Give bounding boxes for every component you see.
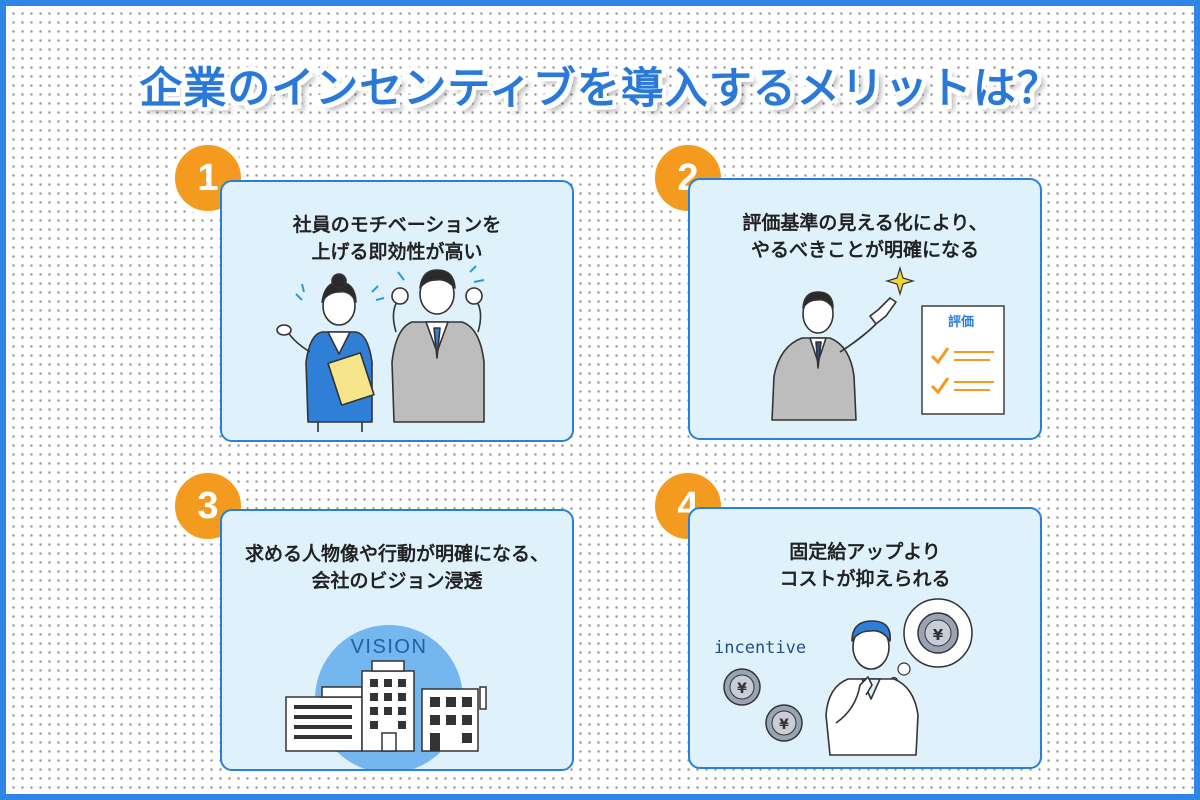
yen-coin-icon: ¥ bbox=[933, 626, 944, 644]
vision-buildings-illustration: VISION bbox=[285, 625, 487, 769]
card-4-text: 固定給アップより コストが抑えられる bbox=[690, 539, 1040, 593]
card-2-line-1: 評価基準の見える化により、 bbox=[742, 212, 988, 234]
thought-bubble: ¥ bbox=[889, 598, 973, 686]
page-title: 企業のインセンティブを導入するメリットは？ bbox=[139, 64, 1061, 114]
card-4-line-1: 固定給アップより bbox=[789, 541, 941, 563]
cheering-employees-illustration bbox=[276, 265, 485, 432]
card-3-line-1: 求める人物像や行動が明確になる、 bbox=[244, 543, 549, 565]
yen-coin-icon: ¥ bbox=[723, 668, 761, 706]
card-4-line-2: コストが抑えられる bbox=[779, 568, 951, 590]
card-3-text: 求める人物像や行動が明確になる、 会社のビジョン浸透 bbox=[222, 541, 572, 595]
benefit-card-4: 固定給アップより コストが抑えられる incentive ¥ ¥ ¥ bbox=[688, 507, 1042, 769]
sheet-label: 評価 bbox=[948, 314, 974, 330]
number-badge-1: 1 bbox=[171, 141, 245, 215]
card-1-text: 社員のモチベーションを 上げる即効性が高い bbox=[222, 212, 572, 266]
card-1-line-1: 社員のモチベーションを bbox=[292, 214, 502, 236]
yen-coin-icon: ¥ bbox=[765, 704, 803, 742]
svg-text:¥: ¥ bbox=[737, 681, 747, 697]
vision-label: VISION bbox=[351, 636, 428, 658]
card-2-line-2: やるべきことが明確になる bbox=[750, 239, 979, 261]
evaluation-sheet: 評価 bbox=[921, 305, 1005, 415]
pointing-man-illustration: 評価 bbox=[771, 265, 1005, 421]
card-3-line-2: 会社のビジョン浸透 bbox=[311, 570, 483, 592]
thinking-man-coins-illustration: incentive ¥ ¥ ¥ bbox=[714, 598, 973, 756]
benefit-card-2: 評価基準の見える化により、 やるべきことが明確になる 評価 bbox=[688, 178, 1042, 440]
incentive-label: incentive bbox=[714, 638, 806, 658]
card-2-text: 評価基準の見える化により、 やるべきことが明確になる bbox=[690, 210, 1040, 264]
benefit-card-1: 社員のモチベーションを 上げる即効性が高い bbox=[220, 180, 574, 442]
card-1-line-2: 上げる即効性が高い bbox=[311, 241, 483, 263]
svg-text:¥: ¥ bbox=[779, 717, 789, 733]
benefit-card-3: 求める人物像や行動が明確になる、 会社のビジョン浸透 VISION bbox=[220, 509, 574, 771]
